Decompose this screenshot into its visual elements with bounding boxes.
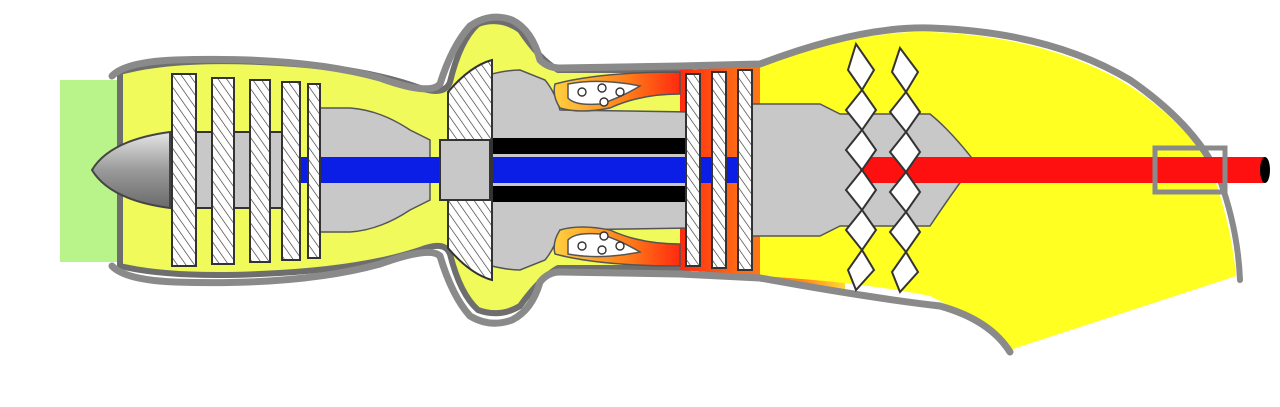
shaft-bearing-housing bbox=[1152, 145, 1228, 195]
shaft-end bbox=[1260, 157, 1270, 183]
power-turbine-disc bbox=[888, 45, 922, 294]
lp-compressor-hub bbox=[233, 131, 251, 209]
lp-compressor-stages bbox=[171, 73, 321, 267]
nacelle-outline-top bbox=[108, 13, 1214, 164]
turbine-stage bbox=[737, 69, 753, 271]
lp-compressor-stage bbox=[171, 73, 197, 267]
hp-compressor-impeller bbox=[439, 58, 493, 282]
turbine-stage bbox=[685, 73, 701, 267]
lp-compressor-hub bbox=[195, 131, 213, 209]
nacelle-outline-bottom bbox=[108, 248, 1014, 356]
nose-cone-icon bbox=[90, 130, 171, 210]
power-turbine-disc bbox=[844, 41, 878, 292]
high-pressure-shaft-bottom bbox=[470, 186, 692, 202]
lp-compressor-hub bbox=[269, 131, 283, 209]
lp-compressor-stage bbox=[249, 79, 271, 263]
turbine-stage bbox=[711, 71, 727, 269]
exhaust-plume bbox=[760, 31, 1236, 350]
nozzle-outline bbox=[1207, 157, 1243, 283]
power-turbine-discs bbox=[844, 41, 922, 294]
burner-nozzle-icon bbox=[577, 83, 625, 255]
hp-turbine-stages bbox=[685, 69, 753, 271]
lp-compressor-stage bbox=[307, 83, 321, 259]
power-output-shaft bbox=[860, 157, 1265, 183]
high-pressure-shaft-top bbox=[470, 138, 692, 154]
lp-compressor-stage bbox=[281, 81, 301, 261]
lp-compressor-stage bbox=[211, 77, 235, 265]
